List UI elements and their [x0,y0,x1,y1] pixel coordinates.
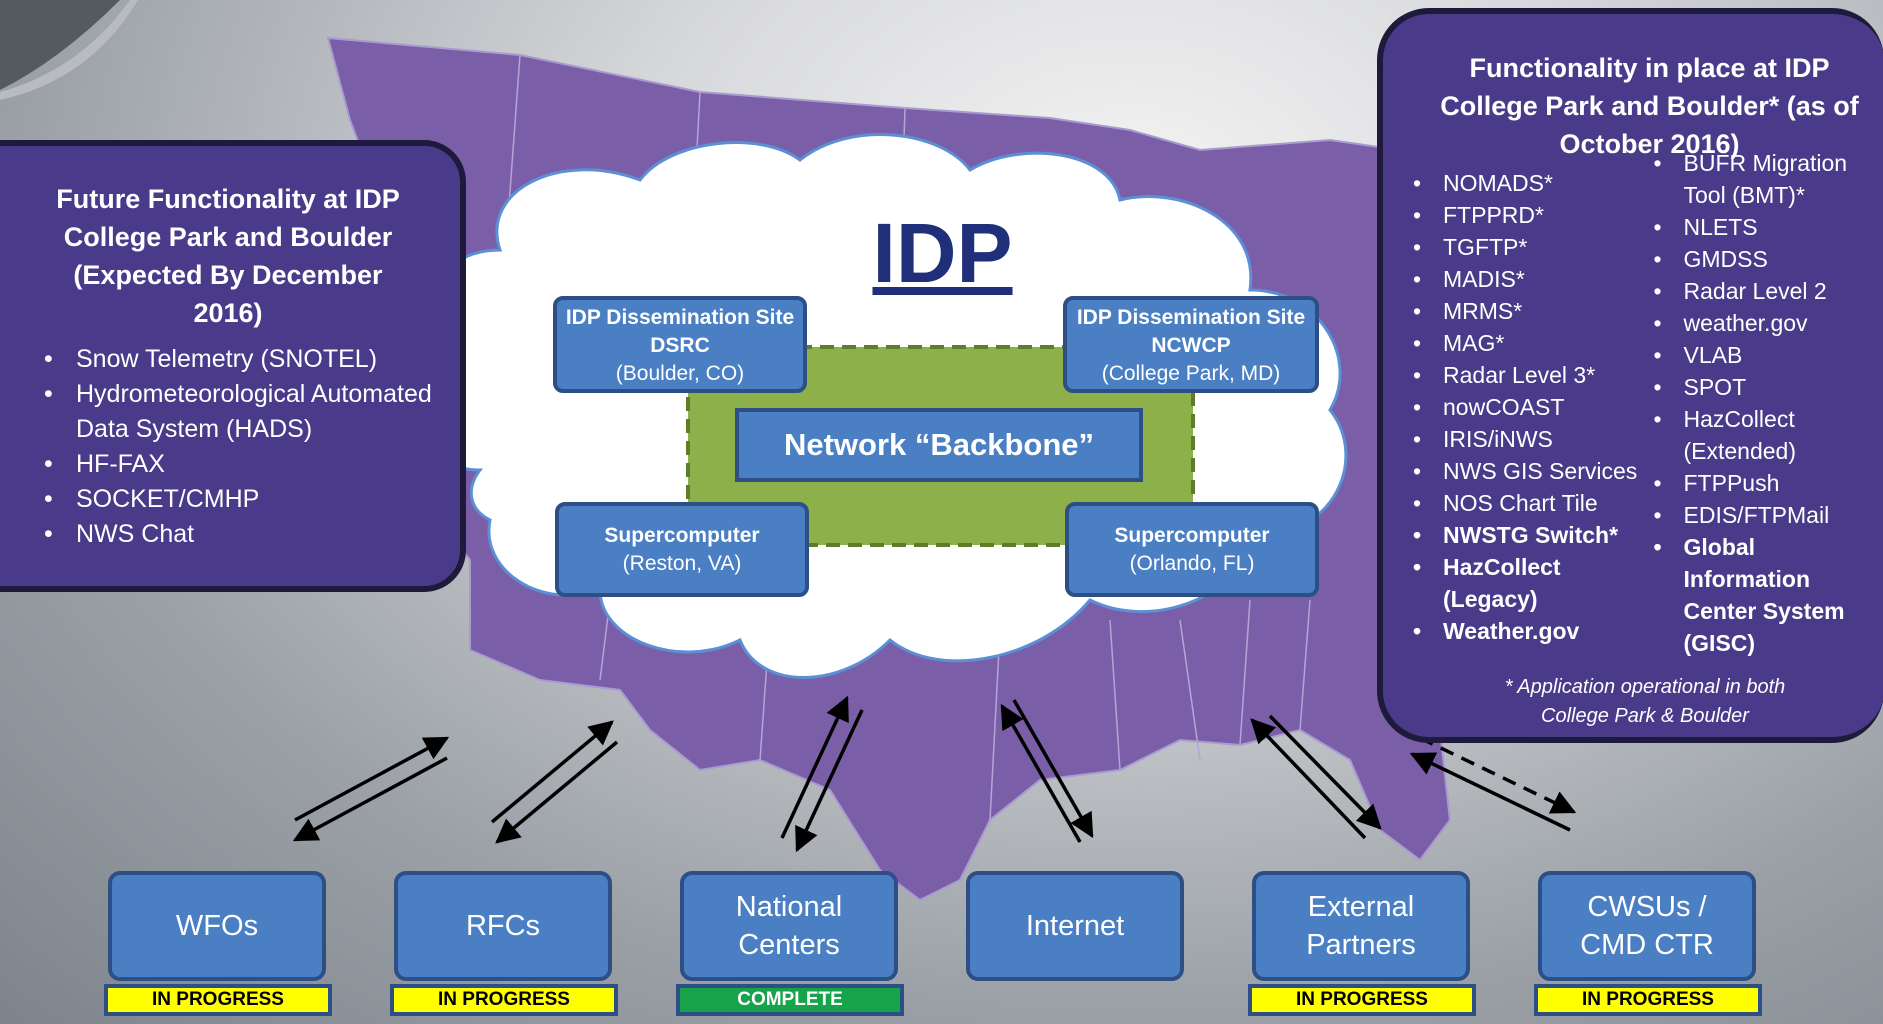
current-item: GMDSS [1646,243,1883,275]
current-item: NWSTG Switch* [1405,519,1646,551]
current-item: NLETS [1646,211,1883,243]
destination-box: CWSUs / CMD CTR [1538,871,1756,981]
current-item: MADIS* [1405,263,1646,295]
supercomputer-orlando-location: (Orlando, FL) [1129,552,1255,575]
site-ncwcp-name: IDP Dissemination Site NCWCP [1076,306,1306,357]
current-functionality-list-1: NOMADS*FTPPRD*TGFTP*MADIS*MRMS*MAG*Radar… [1405,167,1646,659]
current-item: IRIS/iNWS [1405,423,1646,455]
current-functionality-panel: Functionality in place at IDP College Pa… [1377,8,1883,743]
status-badge: IN PROGRESS [1534,984,1762,1016]
future-item: Hydrometeorological Automated Data Syste… [36,377,440,447]
current-item: FTPPRD* [1405,199,1646,231]
supercomputer-orlando-box: Supercomputer (Orlando, FL) [1065,502,1319,597]
site-dsrc-location: (Boulder, CO) [615,362,745,385]
current-item: Radar Level 2 [1646,275,1883,307]
site-ncwcp-box: IDP Dissemination Site NCWCP (College Pa… [1063,296,1319,393]
current-item: MRMS* [1405,295,1646,327]
current-item: FTPPush [1646,467,1883,499]
current-item: Global Information Center System (GISC) [1646,531,1883,659]
current-item: SPOT [1646,371,1883,403]
connection-arrows [292,695,1577,853]
site-dsrc-name: IDP Dissemination Site DSRC [565,306,795,357]
future-functionality-panel: Future Functionality at IDP College Park… [0,140,466,592]
current-item: HazCollect (Legacy) [1405,551,1646,615]
decorative-swoosh-highlight [0,0,138,100]
destination-label: External Partners [1306,891,1416,961]
supercomputer-reston-box: Supercomputer (Reston, VA) [555,502,809,597]
current-item: weather.gov [1646,307,1883,339]
destination-label: RFCs [465,910,541,942]
future-functionality-list: Snow Telemetry (SNOTEL) Hydrometeorologi… [36,342,440,552]
current-item: EDIS/FTPMail [1646,499,1883,531]
status-badge: COMPLETE [676,984,904,1016]
current-item: Weather.gov [1405,615,1646,647]
destination-label: WFOs [175,910,259,942]
destination-box: Internet [966,871,1184,981]
current-item: BUFR Migration Tool (BMT)* [1646,147,1883,211]
current-item: MAG* [1405,327,1646,359]
status-badge: IN PROGRESS [104,984,332,1016]
supercomputer-reston-location: (Reston, VA) [622,552,742,575]
destination-label: CWSUs / CMD CTR [1580,891,1714,961]
current-item: Radar Level 3* [1405,359,1646,391]
current-item: HazCollect (Extended) [1646,403,1883,467]
future-item: NWS Chat [36,517,440,552]
site-ncwcp-location: (College Park, MD) [1101,362,1281,385]
network-backbone-label: Network “Backbone” [735,408,1143,482]
status-badge: IN PROGRESS [1248,984,1476,1016]
network-backbone-text: Network “Backbone” [783,427,1095,462]
current-item: NWS GIS Services [1405,455,1646,487]
current-item: NOS Chart Tile [1405,487,1646,519]
current-panel-title: Functionality in place at IDP College Pa… [1440,53,1859,159]
decorative-swoosh [0,0,120,90]
destination-box: External Partners [1252,871,1470,981]
destination-box: WFOs [108,871,326,981]
status-badge: IN PROGRESS [390,984,618,1016]
future-item: SOCKET/CMHP [36,482,440,517]
current-functionality-list-2: BUFR Migration Tool (BMT)*NLETSGMDSSRada… [1646,147,1883,659]
current-item: VLAB [1646,339,1883,371]
future-item: Snow Telemetry (SNOTEL) [36,342,440,377]
future-panel-title: Future Functionality at IDP College Park… [56,184,400,328]
destination-label: Internet [1025,910,1125,942]
destination-label: National Centers [735,891,843,961]
supercomputer-reston-name: Supercomputer [604,524,760,547]
destination-box: RFCs [394,871,612,981]
current-item: NOMADS* [1405,167,1646,199]
destination-box: National Centers [680,871,898,981]
current-item: TGFTP* [1405,231,1646,263]
supercomputer-orlando-name: Supercomputer [1114,524,1270,547]
current-functionality-columns: NOMADS*FTPPRD*TGFTP*MADIS*MRMS*MAG*Radar… [1405,147,1883,659]
site-dsrc-box: IDP Dissemination Site DSRC (Boulder, CO… [553,296,807,393]
current-item: nowCOAST [1405,391,1646,423]
current-panel-footnote: * Application operational in both Colleg… [1504,676,1786,727]
future-item: HF-FAX [36,447,440,482]
idp-title: IDP [872,206,1013,300]
